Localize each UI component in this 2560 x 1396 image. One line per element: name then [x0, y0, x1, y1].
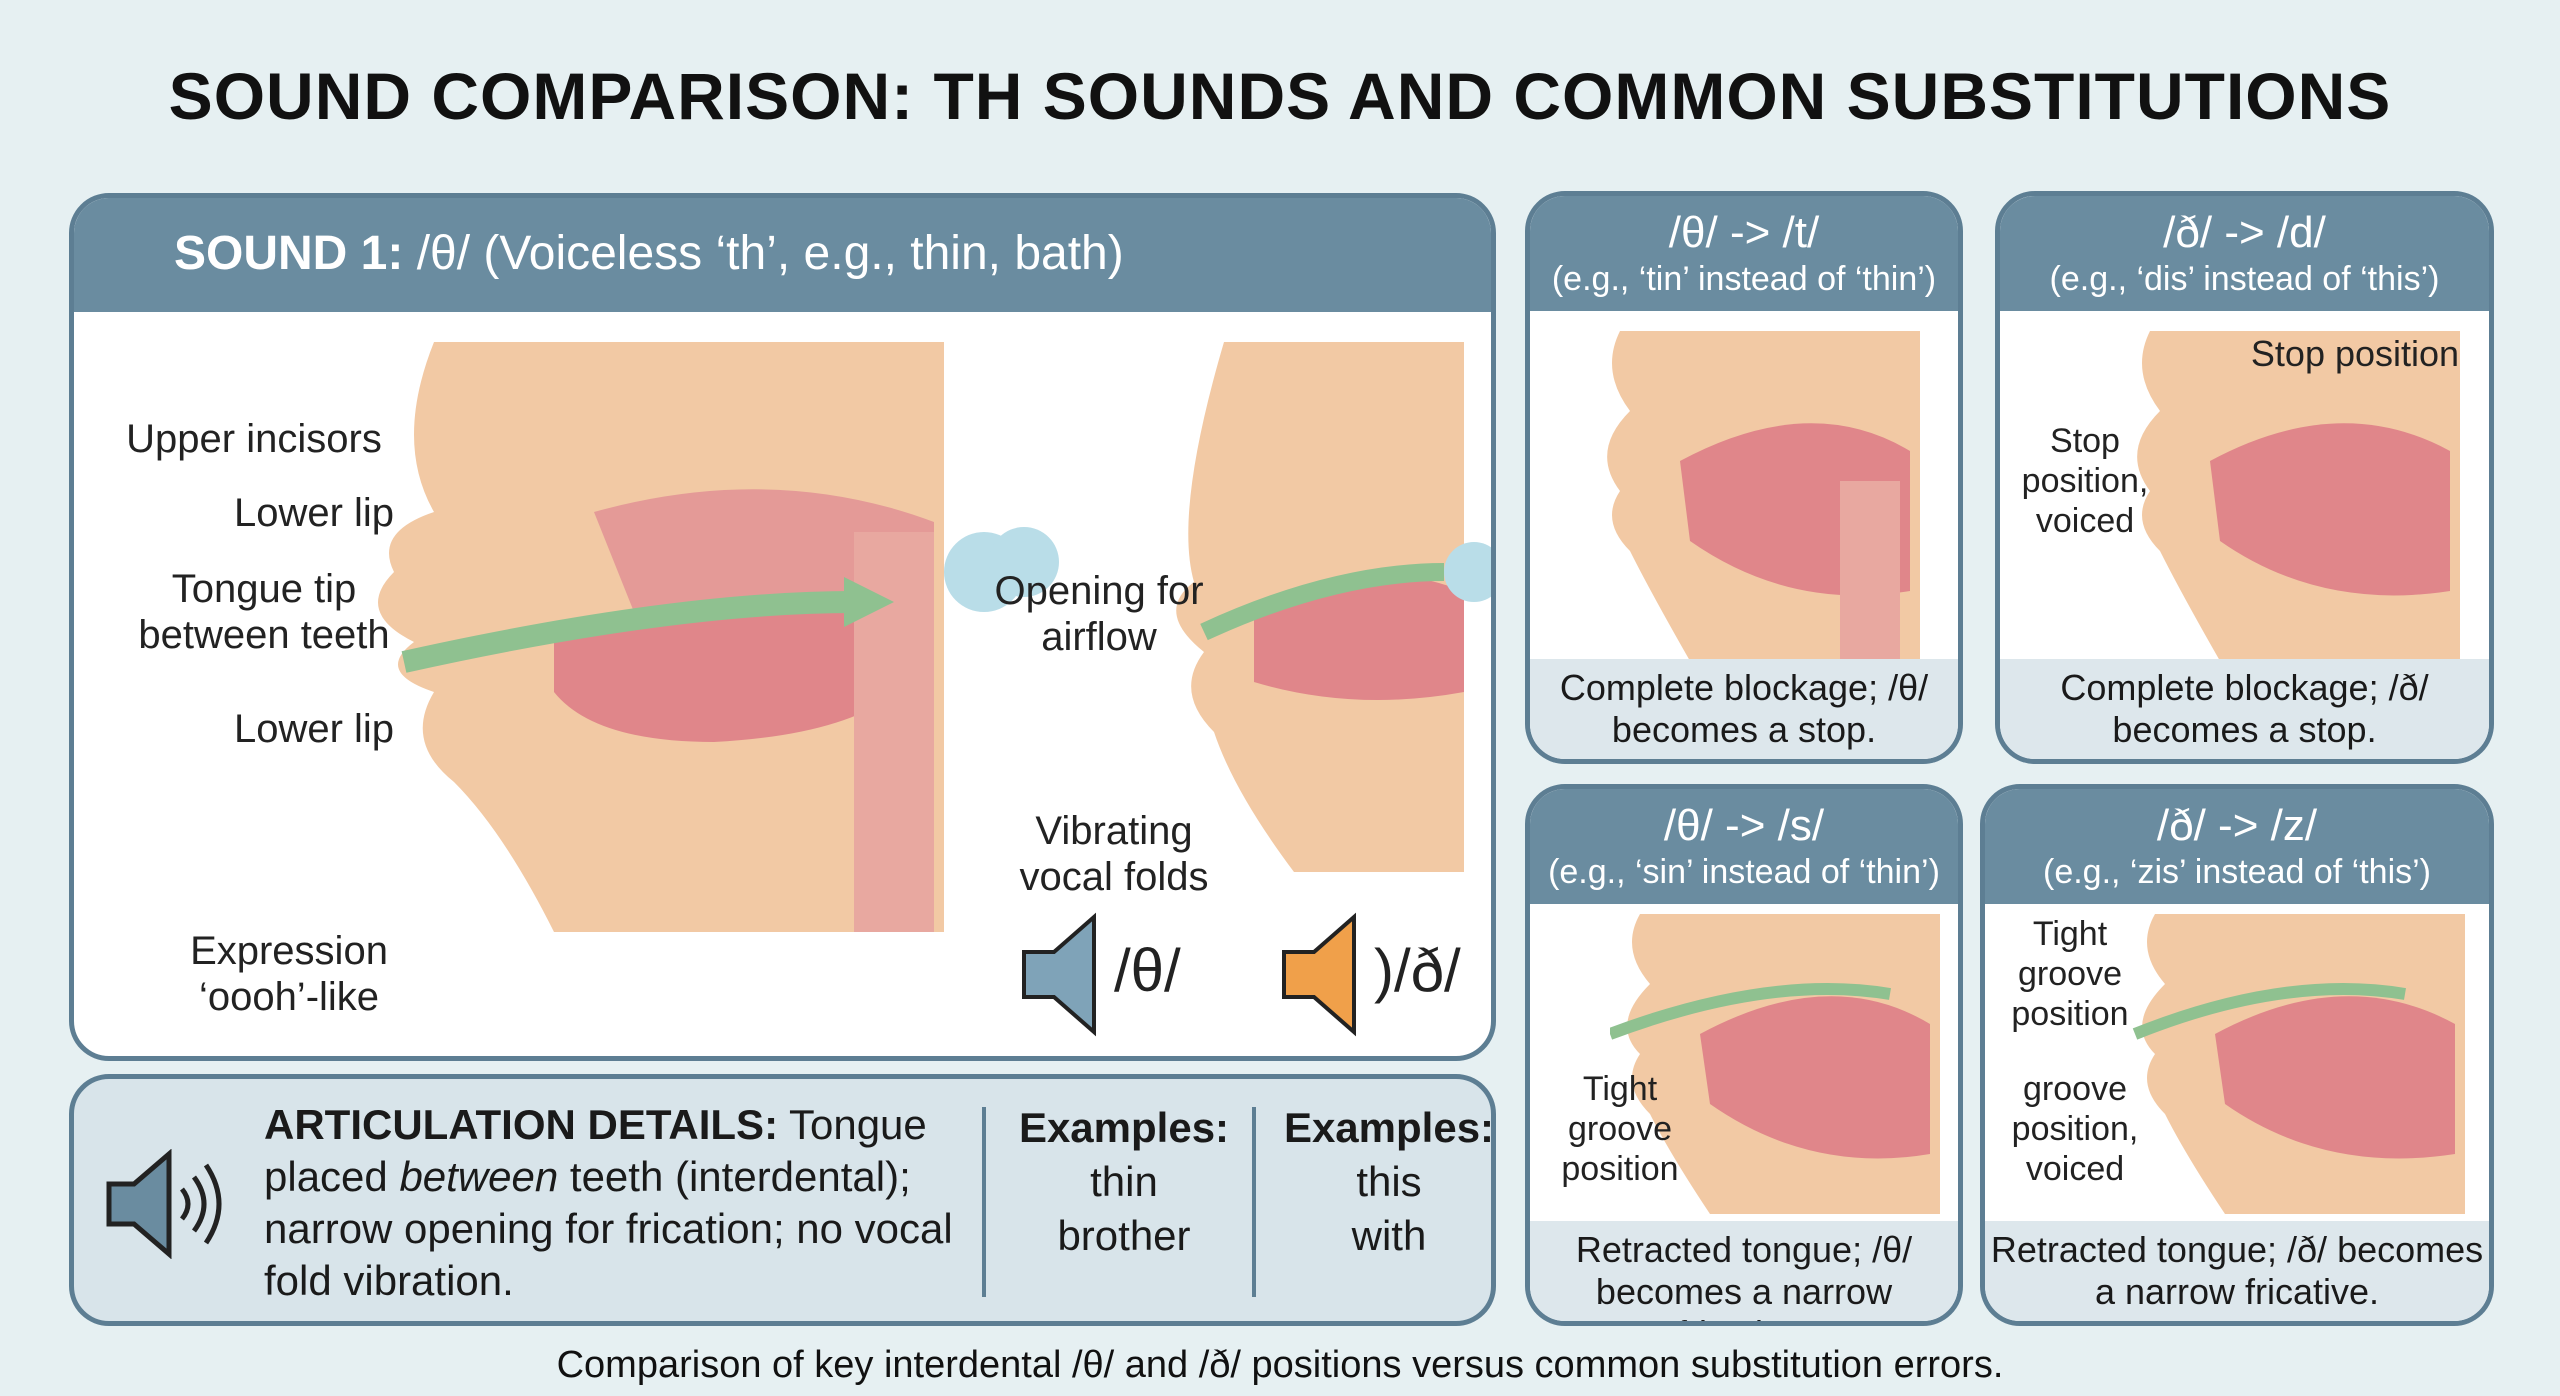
label-upper-incisors: Upper incisors — [126, 417, 382, 461]
stop-voiced-illustration — [2137, 331, 2460, 661]
card-eth-to-d: /ð/ -> /d/(e.g., ‘dis’ instead of ‘this’… — [1995, 191, 2494, 764]
speaker-icon[interactable] — [104, 1149, 224, 1259]
sound-1-panel: SOUND 1: /θ/ (Voiceless ‘th’, e.g., thin… — [69, 193, 1496, 1061]
label-expression: Expression ‘oooh’-like — [190, 929, 388, 1019]
divider — [1252, 1107, 1256, 1297]
example-word: with — [1351, 1212, 1427, 1259]
stop-illustration — [1607, 331, 1920, 661]
label-opening: Opening for airflow — [994, 569, 1204, 659]
fricative-illustration — [1610, 914, 1940, 1214]
articulation-text: ARTICULATION DETAILS: Tongue placed betw… — [264, 1099, 1024, 1307]
label-tight-groove: Tight groove position — [2011, 915, 2129, 1033]
fricative-voiced-illustration — [2132, 914, 2465, 1214]
sound-1-header: SOUND 1: /θ/ (Voiceless ‘th’, e.g., thin… — [74, 198, 1491, 312]
page-title: SOUND COMPARISON: TH SOUNDS AND COMMON S… — [168, 59, 2392, 133]
details-text: Tongue placed — [264, 1101, 927, 1200]
divider — [982, 1107, 986, 1297]
details-heading: ARTICULATION DETAILS: — [264, 1101, 779, 1148]
label-vibrating: Vibrating vocal folds — [1019, 809, 1209, 899]
card-footer: Complete blockage; /θ/ becomes a stop. — [1530, 659, 1958, 759]
sound-theta[interactable]: /θ/ — [1114, 937, 1181, 1004]
card-footer: Complete blockage; /ð/ becomes a stop. — [2000, 659, 2489, 759]
caption: Comparison of key interdental /θ/ and /ð… — [556, 1344, 2004, 1386]
sound-description: /θ/ (Voiceless ‘th’, e.g., thin, bath) — [403, 227, 1124, 280]
articulation-illustration — [378, 342, 1491, 1037]
card-title: /ð/ -> /z/ — [2156, 801, 2318, 850]
examples-label: Examples: — [1283, 1104, 1495, 1151]
card-theta-to-t: /θ/ -> /t/(e.g., ‘tin’ instead of ‘thin’… — [1525, 191, 1963, 764]
card-footer: Retracted tongue; /ð/ becomes a narrow f… — [1985, 1221, 2489, 1321]
card-subtitle: (e.g., ‘zis’ instead of ‘this’) — [2043, 853, 2431, 891]
speaker-theta-icon — [1022, 912, 1096, 1037]
card-eth-to-z: /ð/ -> /z/(e.g., ‘zis’ instead of ‘this’… — [1980, 784, 2494, 1326]
card-title: /θ/ -> /s/ — [1663, 801, 1825, 850]
label-tongue-tip: Tongue tip between teeth — [138, 567, 390, 657]
examples-voiced: Examples: this with — [1264, 1101, 1514, 1263]
label-lower-lip: Lower lip — [233, 491, 395, 535]
sound-eth[interactable]: )/ð/ — [1374, 937, 1461, 1004]
label-tight-groove: Tight groove position — [1561, 1070, 1679, 1188]
example-word: this — [1356, 1158, 1422, 1205]
examples-voiceless: Examples: thin brother — [999, 1101, 1249, 1263]
example-word: brother — [1057, 1212, 1191, 1259]
card-title: /θ/ -> /t/ — [1668, 208, 1820, 257]
examples-label: Examples: — [1018, 1104, 1230, 1151]
label-stop-position: Stop position — [2250, 333, 2460, 374]
card-title: /ð/ -> /d/ — [2163, 208, 2326, 257]
articulation-details-panel: ARTICULATION DETAILS: Tongue placed betw… — [69, 1074, 1496, 1326]
details-text: teeth (interdental); narrow opening for … — [264, 1153, 953, 1304]
label-groove-voiced: groove position, voiced — [2011, 1070, 2139, 1188]
details-emphasis: between — [399, 1153, 559, 1200]
example-word: thin — [1090, 1158, 1158, 1205]
card-subtitle: (e.g., ‘sin’ instead of ‘thin’) — [1548, 853, 1940, 891]
sound-label: SOUND 1: — [174, 227, 404, 280]
card-subtitle: (e.g., ‘tin’ instead of ‘thin’) — [1551, 260, 1937, 298]
label-lower-lip-2: Lower lip — [233, 707, 395, 751]
label-stop-voiced: Stop position, voiced — [2021, 422, 2149, 540]
card-theta-to-s: /θ/ -> /s/(e.g., ‘sin’ instead of ‘thin’… — [1525, 784, 1963, 1326]
card-footer: Retracted tongue; /θ/ becomes a narrow f… — [1530, 1221, 1958, 1321]
card-subtitle: (e.g., ‘dis’ instead of ‘this’) — [2049, 260, 2440, 298]
speaker-eth-icon — [1282, 912, 1356, 1037]
